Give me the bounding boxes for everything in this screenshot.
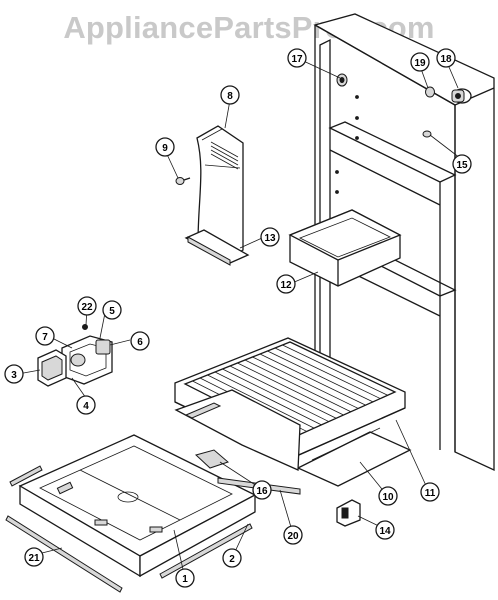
- part-strip-crisper: [184, 402, 222, 419]
- callout-6: 6: [130, 331, 150, 351]
- callout-20: 20: [283, 525, 303, 545]
- svg-text:12: 12: [280, 280, 292, 291]
- callout-12: 12: [276, 274, 296, 294]
- callout-18: 18: [436, 48, 456, 68]
- part-grommet-17: [336, 73, 348, 87]
- svg-text:3: 3: [11, 370, 17, 381]
- part-control-18: [451, 88, 472, 104]
- svg-text:16: 16: [256, 486, 268, 497]
- callout-13: 13: [260, 227, 280, 247]
- svg-text:17: 17: [291, 54, 303, 65]
- part-pan-1: [18, 434, 257, 578]
- callout-17: 17: [287, 48, 307, 68]
- svg-text:22: 22: [81, 302, 93, 313]
- callout-3: 3: [4, 364, 24, 384]
- svg-text:10: 10: [382, 492, 394, 503]
- callout-15: 15: [452, 154, 472, 174]
- callout-8: 8: [220, 85, 240, 105]
- part-clip-14: [336, 499, 361, 527]
- part-knob-19: [425, 86, 435, 98]
- svg-text:11: 11: [425, 488, 436, 499]
- part-screw-15: [422, 130, 432, 138]
- callout-1: 1: [175, 568, 195, 588]
- svg-text:19: 19: [414, 58, 426, 69]
- svg-text:14: 14: [379, 526, 391, 537]
- svg-text:2: 2: [229, 554, 235, 565]
- svg-text:8: 8: [227, 91, 233, 102]
- svg-text:20: 20: [287, 531, 299, 542]
- callout-5: 5: [102, 300, 122, 320]
- part-screw-9: [175, 177, 191, 185]
- callout-11: 11: [420, 482, 440, 502]
- part-trim-21: [5, 515, 123, 593]
- part-strip-left: [9, 465, 43, 487]
- callout-2: 2: [222, 548, 242, 568]
- callout-16: 16: [252, 480, 272, 500]
- part-duct-8: [184, 125, 250, 266]
- svg-text:5: 5: [109, 306, 115, 317]
- callout-7: 7: [35, 326, 55, 346]
- part-piece-16: [195, 449, 229, 469]
- callout-4: 4: [76, 395, 96, 415]
- part-tray-12: [288, 209, 402, 287]
- callout-14: 14: [375, 520, 395, 540]
- callouts: 1 2 3 4 5 6 7 8 9 10 11 12 13 14 15 16 1…: [4, 48, 472, 588]
- svg-text:9: 9: [162, 143, 168, 154]
- svg-text:18: 18: [440, 54, 452, 65]
- svg-text:7: 7: [42, 332, 48, 343]
- svg-text:6: 6: [137, 337, 143, 348]
- callout-21: 21: [24, 547, 44, 567]
- svg-text:4: 4: [83, 401, 89, 412]
- svg-text:15: 15: [456, 160, 468, 171]
- callout-22: 22: [77, 296, 97, 316]
- svg-text:13: 13: [264, 233, 276, 244]
- callout-10: 10: [378, 486, 398, 506]
- part-trim-2: [159, 523, 253, 579]
- svg-text:21: 21: [28, 553, 40, 564]
- callout-9: 9: [155, 137, 175, 157]
- svg-text:1: 1: [182, 574, 188, 585]
- callout-19: 19: [410, 52, 430, 72]
- part-light-assembly: [37, 324, 113, 387]
